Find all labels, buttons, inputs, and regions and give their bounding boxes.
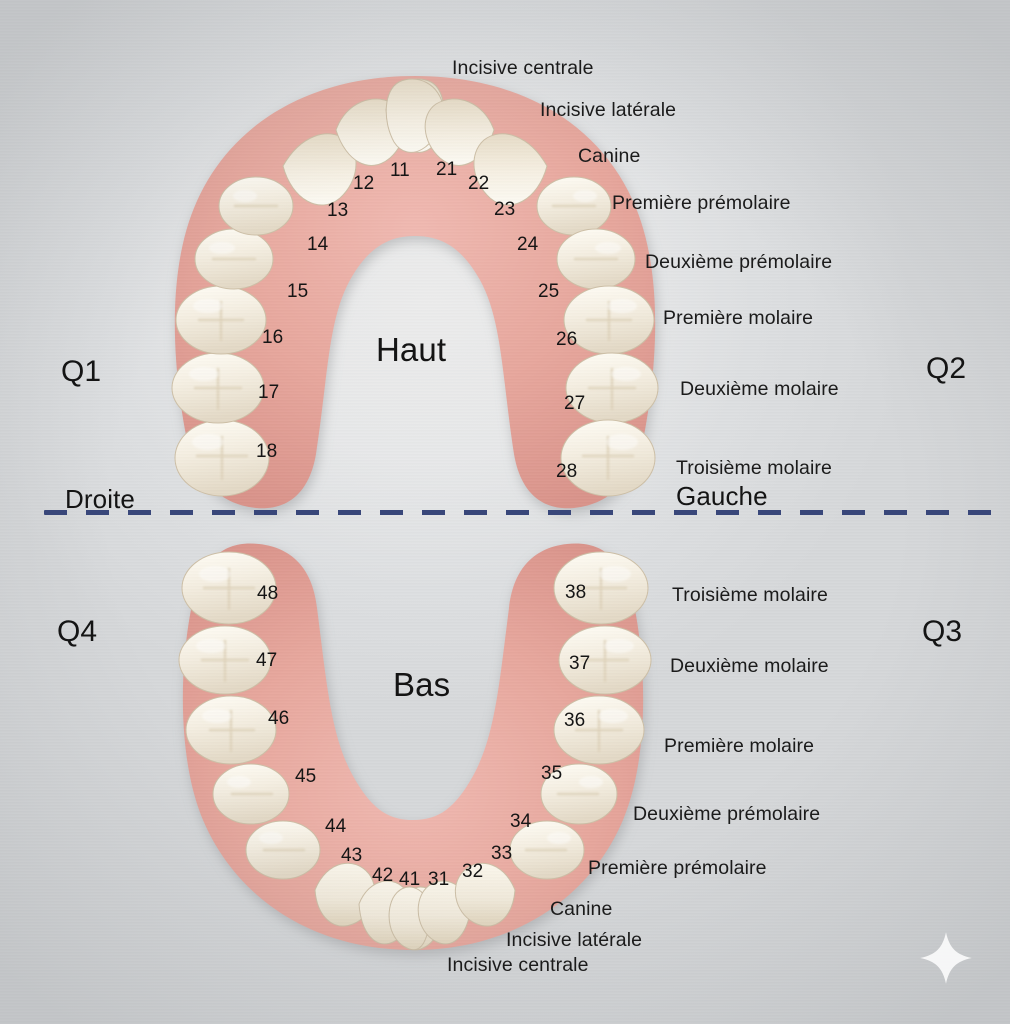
tooth-number-48: 48 bbox=[257, 583, 279, 604]
lower-label-canine: Canine bbox=[550, 898, 613, 920]
tooth-number-34: 34 bbox=[510, 811, 532, 832]
tooth-number-38: 38 bbox=[565, 582, 587, 603]
tooth-number-31: 31 bbox=[428, 869, 450, 890]
tooth-number-47: 47 bbox=[256, 650, 278, 671]
upper-label-troisieme-molaire: Troisième molaire bbox=[676, 457, 832, 479]
tooth-number-14: 14 bbox=[307, 234, 329, 255]
tooth-number-24: 24 bbox=[517, 234, 539, 255]
midline-divider bbox=[44, 510, 1004, 515]
sparkle-icon bbox=[920, 932, 972, 984]
tooth-number-27: 27 bbox=[564, 393, 586, 414]
quadrant-label-q3: Q3 bbox=[922, 615, 963, 648]
upper-label-deuxieme-premolaire: Deuxième prémolaire bbox=[645, 251, 833, 273]
tooth-number-26: 26 bbox=[556, 329, 578, 350]
tooth-number-32: 32 bbox=[462, 861, 484, 882]
tooth-number-11: 11 bbox=[390, 160, 410, 181]
lower-label-deuxieme-molaire: Deuxième molaire bbox=[670, 655, 829, 677]
tooth-number-41: 41 bbox=[399, 869, 421, 890]
tooth-number-45: 45 bbox=[295, 766, 317, 787]
quadrant-label-q1: Q1 bbox=[61, 355, 102, 388]
tooth-number-37: 37 bbox=[569, 653, 591, 674]
tooth-number-13: 13 bbox=[327, 200, 349, 221]
tooth-number-15: 15 bbox=[287, 281, 309, 302]
tooth-number-44: 44 bbox=[325, 816, 347, 837]
tooth-number-18: 18 bbox=[256, 441, 278, 462]
lower-arch-label: Bas bbox=[393, 666, 451, 703]
upper-arch-illustration bbox=[171, 76, 659, 509]
left-side-label: Gauche bbox=[676, 481, 768, 511]
tooth-number-25: 25 bbox=[538, 281, 560, 302]
upper-label-deuxieme-molaire: Deuxième molaire bbox=[680, 378, 839, 400]
tooth-number-22: 22 bbox=[468, 173, 490, 194]
lower-label-deuxieme-premolaire: Deuxième prémolaire bbox=[633, 803, 821, 825]
tooth-number-35: 35 bbox=[541, 763, 563, 784]
quadrant-label-q2: Q2 bbox=[926, 352, 967, 385]
lower-label-premiere-premolaire: Première prémolaire bbox=[588, 857, 767, 879]
tooth-number-33: 33 bbox=[491, 843, 513, 864]
quadrant-label-q4: Q4 bbox=[57, 615, 98, 648]
tooth-number-36: 36 bbox=[564, 710, 586, 731]
tooth-number-21: 21 bbox=[436, 159, 458, 180]
upper-label-premiere-premolaire: Première prémolaire bbox=[612, 192, 791, 214]
tooth-number-28: 28 bbox=[556, 461, 578, 482]
tooth-number-42: 42 bbox=[372, 865, 394, 886]
tooth-number-16: 16 bbox=[262, 327, 284, 348]
upper-label-canine: Canine bbox=[578, 145, 641, 167]
lower-arch-illustration bbox=[178, 543, 652, 951]
tooth-number-43: 43 bbox=[341, 845, 363, 866]
lower-label-incisive-centrale: Incisive centrale bbox=[447, 954, 589, 976]
upper-label-incisive-centrale: Incisive centrale bbox=[452, 57, 594, 79]
lower-label-premiere-molaire: Première molaire bbox=[664, 735, 815, 757]
tooth-number-46: 46 bbox=[268, 708, 290, 729]
upper-label-incisive-laterale: Incisive latérale bbox=[540, 99, 677, 121]
tooth-number-23: 23 bbox=[494, 199, 516, 220]
upper-arch-label: Haut bbox=[376, 331, 447, 368]
tooth-number-12: 12 bbox=[353, 173, 375, 194]
lower-label-troisieme-molaire: Troisième molaire bbox=[672, 584, 828, 606]
tooth-number-17: 17 bbox=[258, 382, 280, 403]
right-side-label: Droite bbox=[65, 484, 135, 514]
upper-label-premiere-molaire: Première molaire bbox=[663, 307, 814, 329]
lower-label-incisive-laterale: Incisive latérale bbox=[506, 929, 643, 951]
